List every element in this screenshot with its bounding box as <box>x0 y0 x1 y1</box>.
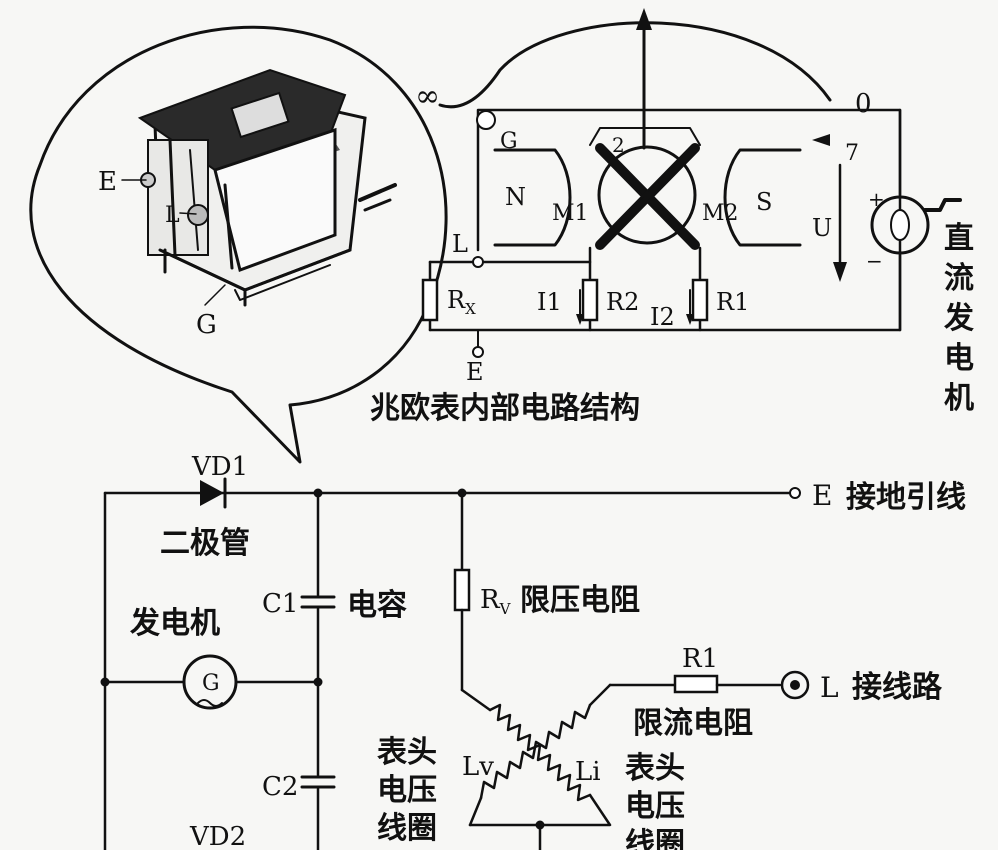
coil-number-7: 7 <box>845 141 859 166</box>
r2-label: R2 <box>606 288 639 316</box>
coil-number-2: 2 <box>612 133 625 157</box>
svg-text:机: 机 <box>944 381 974 416</box>
svg-text:电: 电 <box>944 341 974 376</box>
resistor-rv <box>453 568 471 612</box>
svg-text:表头: 表头 <box>625 751 685 786</box>
arrow-down-icon <box>576 314 584 325</box>
pole-n-label: N <box>505 183 526 211</box>
l-terminal-caption: 接线路 <box>852 670 943 705</box>
resistor-r1-limit <box>673 674 719 694</box>
terminal-g-dot <box>476 110 496 130</box>
i1-label: I1 <box>537 288 562 316</box>
svg-text:电压: 电压 <box>625 789 685 824</box>
meter-scale-arc <box>438 8 832 150</box>
r1-limit-caption: 限流电阻 <box>633 706 753 741</box>
resistor-rx <box>421 278 439 322</box>
arrow-down-icon <box>833 262 847 282</box>
capacitor-caption: 电容 <box>347 588 407 623</box>
scale-zero-label: 0 <box>855 89 872 119</box>
generator-g-letter: G <box>202 671 220 696</box>
u-label: U <box>812 214 832 242</box>
coil-m1-label: M1 <box>552 201 589 226</box>
lv-label: Lv <box>462 752 494 782</box>
resistor-r1 <box>691 278 709 322</box>
r1-label: R1 <box>716 288 749 316</box>
svg-text:线圈: 线圈 <box>625 827 685 850</box>
megger-terminal-e: E <box>466 358 484 386</box>
svg-text:流: 流 <box>944 261 974 296</box>
pole-s-label: S <box>756 188 772 216</box>
head-coil-caption-right: 表头 电压 线圈 <box>625 751 685 850</box>
c1-label: C1 <box>262 589 298 619</box>
arrow-left-icon <box>812 134 830 146</box>
terminal-l-dot <box>472 256 484 268</box>
generator-g-symbol <box>182 654 238 710</box>
e-terminal-caption: 接地引线 <box>846 480 966 515</box>
svg-text:线圈: 线圈 <box>377 811 437 846</box>
vd1-label: VD1 <box>191 452 248 482</box>
svg-text:表头: 表头 <box>377 735 437 770</box>
terminal-l-node <box>780 670 810 700</box>
megger-terminal-g: G <box>500 129 518 154</box>
megger-circuit <box>421 108 962 358</box>
generator-caption: 发电机 <box>129 606 220 641</box>
gen-plus-label: + <box>868 187 885 211</box>
pointer-arrow-icon <box>636 8 652 30</box>
terminal-e-dot <box>472 346 484 358</box>
terminal-e-node <box>789 487 801 499</box>
device-label-e: E <box>98 167 117 197</box>
c2-label: C2 <box>262 772 298 802</box>
rv-label: RV <box>480 585 512 618</box>
diode-caption: 二极管 <box>160 526 250 561</box>
bottom-circuit <box>100 477 810 850</box>
device-label-g: G <box>196 310 217 340</box>
dc-generator-symbol <box>870 195 930 255</box>
device-callout <box>29 25 448 464</box>
i2-label: I2 <box>650 303 675 331</box>
gen-minus-label: − <box>866 249 883 273</box>
l-terminal-label: L <box>820 671 839 704</box>
svg-text:发: 发 <box>943 301 974 336</box>
e-terminal-label: E <box>812 479 832 512</box>
megger-structure-title: 兆欧表内部电路结构 <box>370 391 640 426</box>
rv-caption: 限压电阻 <box>520 583 640 618</box>
coil-m2-label: M2 <box>702 201 739 226</box>
resistor-r2 <box>581 278 599 322</box>
svg-text:直: 直 <box>944 221 974 256</box>
vd2-label: VD2 <box>189 822 246 850</box>
svg-text:电压: 电压 <box>377 773 437 808</box>
dc-generator-caption: 直 流 发 电 机 <box>943 221 974 416</box>
r1-limit-label: R1 <box>682 644 718 674</box>
head-coil-caption-left: 表头 电压 线圈 <box>377 735 437 846</box>
arrow-down-icon <box>686 314 694 325</box>
rx-label: RX <box>447 286 476 318</box>
device-illustration <box>121 68 397 307</box>
diode-vd1-symbol <box>200 480 224 506</box>
device-label-l: L <box>165 203 180 228</box>
megger-terminal-l: L <box>452 230 468 258</box>
scale-infinity-label: ∞ <box>415 79 440 114</box>
li-label: Li <box>575 757 601 787</box>
